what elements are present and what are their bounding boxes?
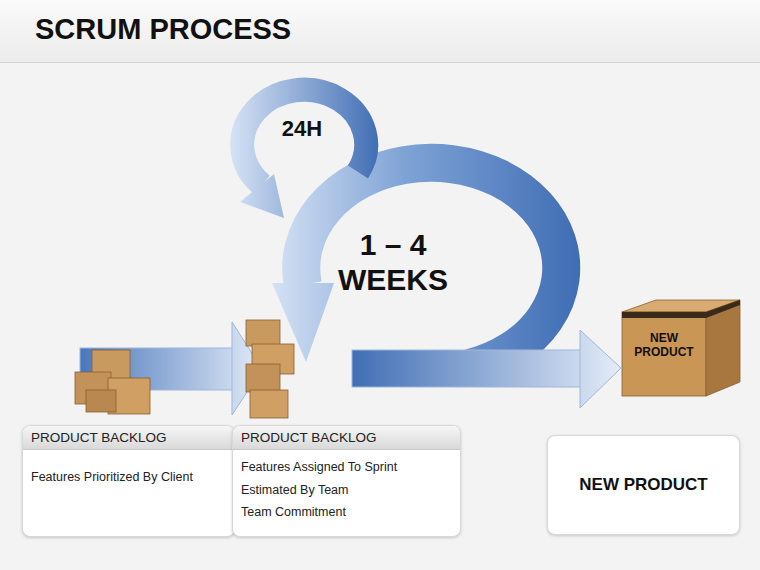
text-box: NEW PRODUCT: [547, 435, 740, 535]
box-body-text: Team Commitment: [233, 505, 460, 521]
page-title: SCRUM PROCESS: [35, 13, 291, 46]
text-box: PRODUCT BACKLOG Features Prioritized By C…: [22, 425, 235, 537]
box-text: NEW PRODUCT: [579, 475, 707, 495]
box-body-text: Features Prioritized By Client: [23, 470, 234, 486]
text-box: PRODUCT BACKLOG Features Assigned To Spri…: [232, 425, 461, 537]
box-body-text: Features Assigned To Sprint: [233, 460, 460, 476]
cycle-label: 24H: [262, 116, 342, 141]
box-body-text: Estimated By Team: [233, 483, 460, 499]
cycle-label: 1 – 4 WEEKS: [328, 228, 458, 297]
box-heading: PRODUCT BACKLOG: [233, 426, 460, 450]
product-box-label: NEW PRODUCT: [628, 332, 700, 360]
box-heading: PRODUCT BACKLOG: [23, 426, 234, 450]
